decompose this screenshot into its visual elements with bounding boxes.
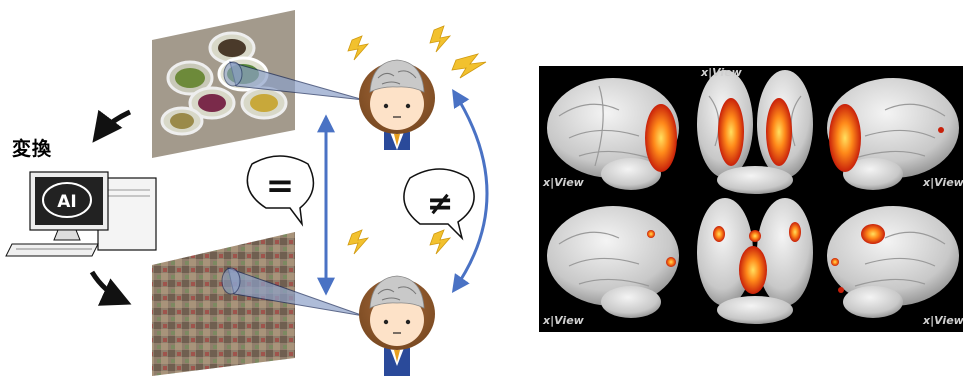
converted-image-panel: [152, 232, 295, 376]
not-equal-sign: ≠: [427, 184, 454, 222]
lightning-icon: [347, 229, 370, 255]
not-equal-bubble: ≠: [403, 168, 475, 241]
curved-arrow-icon: [89, 270, 132, 306]
xview-watermark: x|View: [700, 66, 743, 79]
brain-view-top-left: x|View: [542, 78, 679, 190]
lightning-icon: [451, 53, 487, 79]
xview-watermark: x|View: [542, 176, 585, 189]
convert-label: 変換: [12, 138, 53, 160]
lightning-icon: [429, 25, 452, 53]
viewer-character-top: [359, 59, 435, 150]
lightning-icon: [429, 229, 452, 255]
xview-watermark: x|View: [922, 314, 963, 327]
equal-sign: =: [266, 166, 295, 206]
brain-view-bottom-right: x|View: [827, 206, 963, 327]
curved-arrow-icon: [92, 109, 132, 143]
equal-bubble: =: [246, 155, 315, 227]
brain-view-bottom-center: [697, 198, 813, 324]
brain-view-bottom-left: x|View: [542, 206, 679, 327]
lightning-icon: [347, 35, 370, 61]
ai-chip-label: AI: [57, 192, 76, 212]
brain-comparison-arrow: [451, 88, 489, 293]
brain-activation-panels: x|View x|View x|View x|View: [539, 66, 963, 332]
computer-icon: AI: [5, 171, 157, 257]
brain-view-top-right: x|View: [827, 78, 963, 190]
concept-diagram: AI = ≠: [5, 10, 489, 376]
xview-watermark: x|View: [922, 176, 963, 189]
brain-view-top-center: x|View: [697, 66, 813, 194]
viewer-character-bottom: [359, 275, 435, 376]
xview-watermark: x|View: [542, 314, 585, 327]
